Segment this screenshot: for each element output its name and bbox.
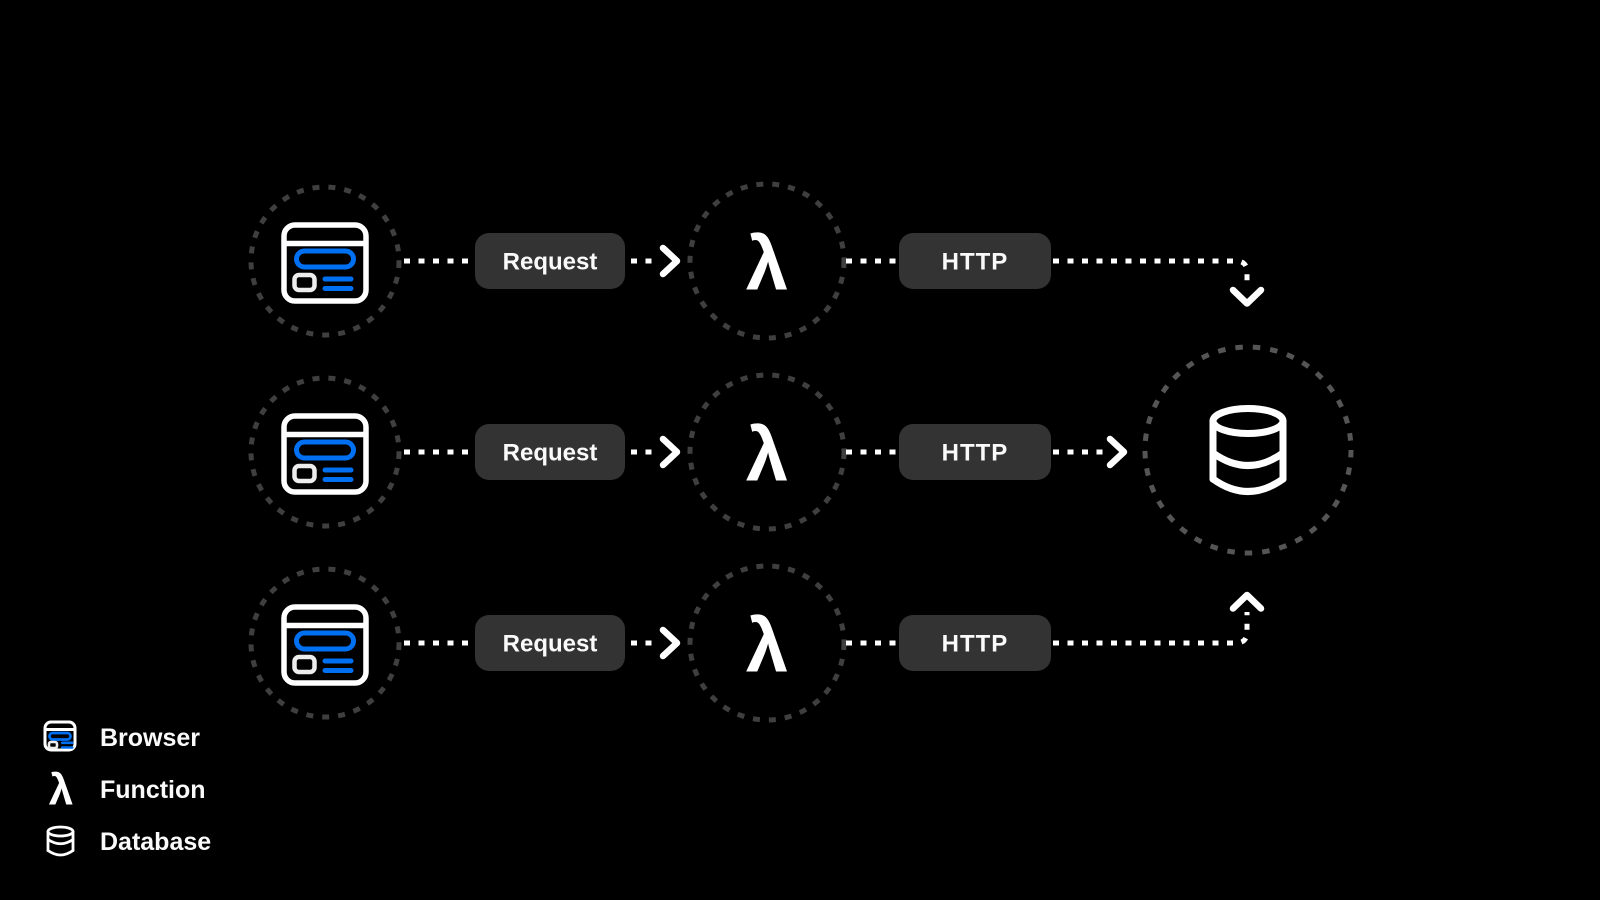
database-icon — [46, 825, 75, 857]
http-badge — [899, 233, 1051, 289]
flow-row-bottom: Request λ HTTP — [248, 563, 1265, 723]
http-badge-label: HTTP — [942, 249, 1009, 276]
request-badge-label: Request — [503, 631, 598, 658]
database-node-circle — [1142, 344, 1354, 556]
request-badge-label: Request — [503, 249, 598, 276]
connector-http-to-database-elbow — [1053, 612, 1250, 646]
lambda-icon: λ — [49, 766, 73, 815]
browser-node-circle — [248, 184, 402, 338]
request-badge-label: Request — [503, 440, 598, 467]
http-badge — [899, 424, 1051, 480]
legend-item-browser: Browser — [43, 720, 200, 752]
request-badge — [475, 424, 625, 480]
arrow-right-icon — [659, 435, 681, 469]
connector-http-to-database-elbow — [1053, 258, 1250, 288]
flow-row-top: Request λ HTTP — [248, 181, 1265, 341]
browser-icon — [43, 720, 77, 752]
browser-icon — [281, 604, 369, 686]
lambda-node-circle — [687, 563, 847, 723]
request-badge — [475, 233, 625, 289]
lambda-icon: λ — [746, 604, 788, 689]
legend-label-database: Database — [100, 828, 211, 856]
arrow-right-icon — [659, 244, 681, 278]
http-badge-label: HTTP — [942, 440, 1009, 467]
browser-icon — [281, 222, 369, 304]
lambda-node-circle — [687, 372, 847, 532]
database-icon — [1209, 405, 1287, 495]
lambda-node-circle — [687, 181, 847, 341]
legend: Browser λ Function Database — [43, 720, 211, 857]
request-badge — [475, 615, 625, 671]
flow-row-middle: Request λ HTTP — [248, 372, 1128, 532]
arrow-right-icon — [1106, 435, 1128, 469]
browser-icon — [281, 413, 369, 495]
arrow-up-icon — [1229, 591, 1265, 612]
browser-node-circle — [248, 566, 402, 720]
http-badge-label: HTTP — [942, 631, 1009, 658]
legend-item-database: Database — [46, 825, 211, 857]
legend-label-browser: Browser — [100, 724, 200, 752]
arrow-right-icon — [659, 626, 681, 660]
database-node — [1142, 344, 1354, 556]
legend-label-function: Function — [100, 776, 206, 804]
browser-node-circle — [248, 375, 402, 529]
http-badge — [899, 615, 1051, 671]
lambda-icon: λ — [746, 222, 788, 307]
arrow-down-icon — [1229, 286, 1265, 307]
legend-item-function: λ Function — [49, 766, 206, 815]
lambda-icon: λ — [746, 413, 788, 498]
